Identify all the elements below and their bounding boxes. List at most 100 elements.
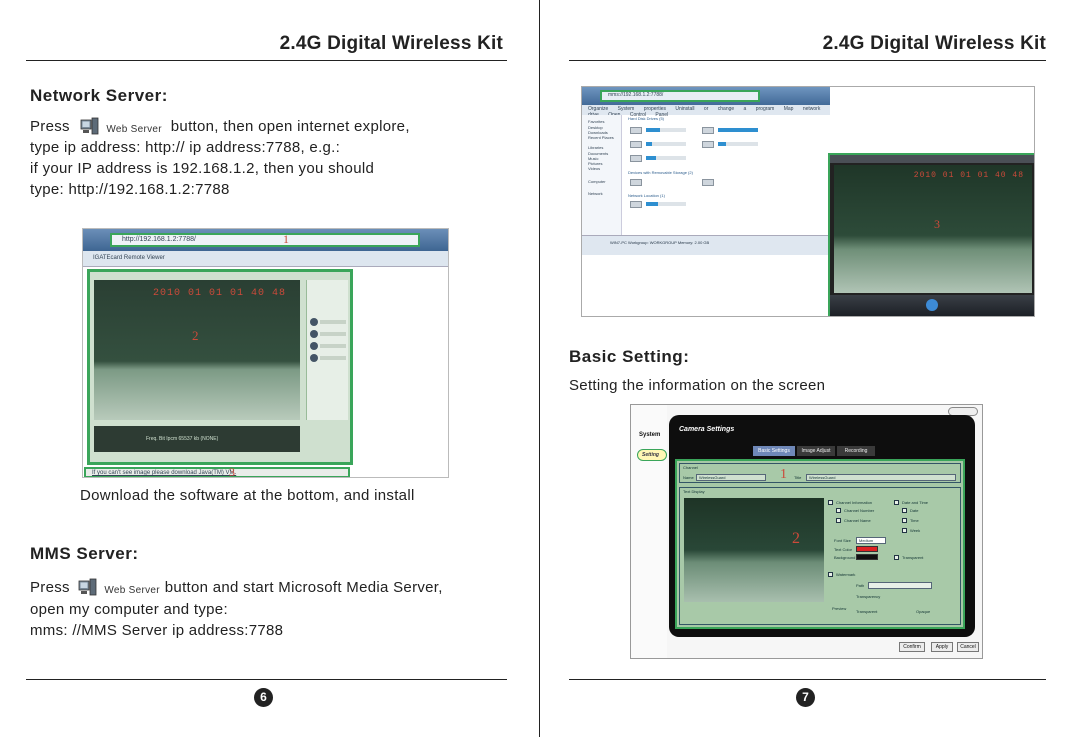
transparent-label: Transparent bbox=[902, 555, 924, 560]
side-dot-icon bbox=[310, 342, 318, 350]
sidebar-item: Computer bbox=[588, 179, 606, 184]
cancel-button: Cancel bbox=[957, 642, 979, 652]
opt-channel-name: Channel Name bbox=[844, 518, 871, 523]
right-page: 2.4G Digital Wireless Kit mms://192.168.… bbox=[539, 0, 1078, 737]
text-color-swatch bbox=[856, 546, 878, 552]
player-titlebar bbox=[830, 155, 1034, 163]
explorer-group-label: Devices with Removable Storage (2) bbox=[628, 170, 693, 175]
camera-settings-title: Camera Settings bbox=[679, 426, 735, 433]
ie-titlebar: http://192.168.1.2:7788/ 1 bbox=[83, 229, 448, 251]
mms-line1: Press Web Server button and start Micros… bbox=[30, 578, 443, 598]
sidebar-item: Downloads bbox=[588, 130, 608, 135]
mms-line2: open my computer and type: bbox=[30, 601, 228, 618]
background-label: Background bbox=[834, 555, 856, 560]
web-server-label: Web Server bbox=[106, 124, 162, 136]
footer-rule bbox=[569, 679, 1046, 680]
web-server-button: Web Server bbox=[80, 117, 162, 137]
mms-press-text: Press bbox=[30, 579, 70, 596]
drive-icon bbox=[702, 179, 714, 186]
media-player: 2010 01 01 01 40 48 3 bbox=[828, 153, 1034, 316]
mms-line1-rest: button and start Microsoft Media Server, bbox=[164, 579, 443, 596]
week-checkbox bbox=[902, 528, 907, 533]
header-rule bbox=[26, 60, 507, 61]
drive-icon bbox=[630, 179, 642, 186]
sidebar-item: Desktop bbox=[588, 125, 603, 130]
ie-address-bar: http://192.168.1.2:7788/ bbox=[110, 233, 420, 247]
opt-date: Date bbox=[910, 508, 919, 513]
drive-icon bbox=[702, 127, 714, 134]
explorer-group-label: Network Location (1) bbox=[628, 193, 665, 198]
text-display-group: Text Display 2 Channel Information Chann… bbox=[679, 487, 961, 625]
drive-icon bbox=[702, 141, 714, 148]
tab-recording: Recording bbox=[837, 446, 875, 456]
side-line bbox=[320, 332, 346, 336]
basic-setting-text: Setting the information on the screen bbox=[569, 377, 826, 394]
explorer-group-label: Hard Disk Drives (5) bbox=[628, 116, 665, 121]
drive-bar-bg bbox=[646, 202, 686, 206]
page-header-title: 2.4G Digital Wireless Kit bbox=[822, 33, 1046, 54]
side-dot-icon bbox=[310, 318, 318, 326]
sidebar-item: Recent Places bbox=[588, 135, 614, 140]
watermark-label: Watermark bbox=[836, 572, 856, 577]
network-line2: type ip address: http:// ip address:7788… bbox=[30, 139, 341, 156]
play-icon bbox=[926, 299, 938, 311]
date-checkbox bbox=[902, 508, 907, 513]
sidebar-item: Favorites bbox=[588, 119, 605, 124]
network-line1-rest: button, then open internet explore, bbox=[170, 118, 410, 135]
font-size-select: Medium bbox=[856, 537, 886, 544]
viewer-side-panel bbox=[306, 280, 348, 420]
network-server-heading: Network Server: bbox=[30, 86, 168, 105]
font-size-label: Font Size bbox=[834, 538, 851, 543]
network-line1: Press Web Server button, then open inter… bbox=[30, 117, 410, 137]
camera-settings-frame: Camera Settings Basic Settings Image Adj… bbox=[669, 415, 975, 637]
ie-viewer-area: 2010 01 01 01 40 48 2 Freq. Bit Ipcm 655… bbox=[87, 269, 353, 465]
preview-image: 2 bbox=[684, 498, 824, 602]
basic-setting-heading: Basic Setting: bbox=[569, 347, 690, 366]
name-label: Name bbox=[683, 475, 694, 480]
camera-settings-screenshot: System Setting Camera Settings Basic Set… bbox=[630, 404, 983, 659]
drive-bar-bg bbox=[646, 128, 686, 132]
path-label: Path bbox=[856, 583, 865, 588]
player-timestamp: 2010 01 01 01 40 48 bbox=[913, 171, 1024, 180]
name-value: WirelessGuard bbox=[699, 475, 726, 480]
channel-label: Channel bbox=[683, 465, 698, 470]
setting-button: Setting bbox=[637, 449, 667, 461]
title-field: WirelessGuard bbox=[806, 474, 956, 481]
transparent-end-label: Transparent bbox=[856, 609, 878, 614]
camera-status-bar: Freq. Bit Ipcm 65537 kb (NONE) bbox=[94, 426, 300, 452]
explorer-sidebar: Favorites Desktop Downloads Recent Place… bbox=[582, 115, 622, 247]
text-display-label: Text Display bbox=[683, 489, 705, 494]
tab-image-adjust: Image Adjust bbox=[797, 446, 835, 456]
channel-group: Channel Name WirelessGuard 1 Title Wirel… bbox=[679, 463, 961, 483]
date-time-checkbox bbox=[894, 500, 899, 505]
drive-bar-bg bbox=[718, 142, 758, 146]
computer-icon bbox=[80, 117, 99, 135]
drive-bar bbox=[646, 142, 652, 146]
marker-2: 2 bbox=[192, 328, 199, 343]
channel-name-checkbox bbox=[836, 518, 841, 523]
ie-tab-strip: IGATEcard Remote Viewer bbox=[83, 251, 448, 267]
explorer-main: Hard Disk Drives (5) Devices with Remova… bbox=[624, 115, 828, 247]
title-label: Title bbox=[794, 475, 802, 480]
marker-3: 3 bbox=[934, 217, 940, 231]
explorer-player-screenshot: mms://192.168.1.2:7788/ Organize System … bbox=[581, 86, 1035, 317]
mms-server-heading: MMS Server: bbox=[30, 544, 139, 563]
system-label: System bbox=[639, 432, 661, 438]
explorer-titlebar: mms://192.168.1.2:7788/ bbox=[582, 87, 830, 105]
network-line4: type: http://192.168.1.2:7788 bbox=[30, 181, 230, 198]
path-field bbox=[868, 582, 932, 589]
name-field: WirelessGuard bbox=[696, 474, 766, 481]
font-size-value: Medium bbox=[859, 538, 874, 543]
background-swatch bbox=[856, 554, 878, 560]
drive-icon bbox=[630, 201, 642, 208]
ie-tab-label: IGATEcard Remote Viewer bbox=[93, 255, 165, 261]
header-rule bbox=[569, 60, 1046, 61]
opt-channel-number: Channel Number bbox=[844, 508, 875, 513]
marker-1: 1 bbox=[780, 467, 787, 482]
side-line bbox=[320, 320, 346, 324]
opt-time: Time bbox=[910, 518, 919, 523]
opaque-end-label: Opaque bbox=[916, 609, 931, 614]
marker-2: 2 bbox=[792, 530, 800, 547]
explorer-address-text: mms://192.168.1.2:7788/ bbox=[608, 92, 664, 98]
drive-icon bbox=[630, 127, 642, 134]
